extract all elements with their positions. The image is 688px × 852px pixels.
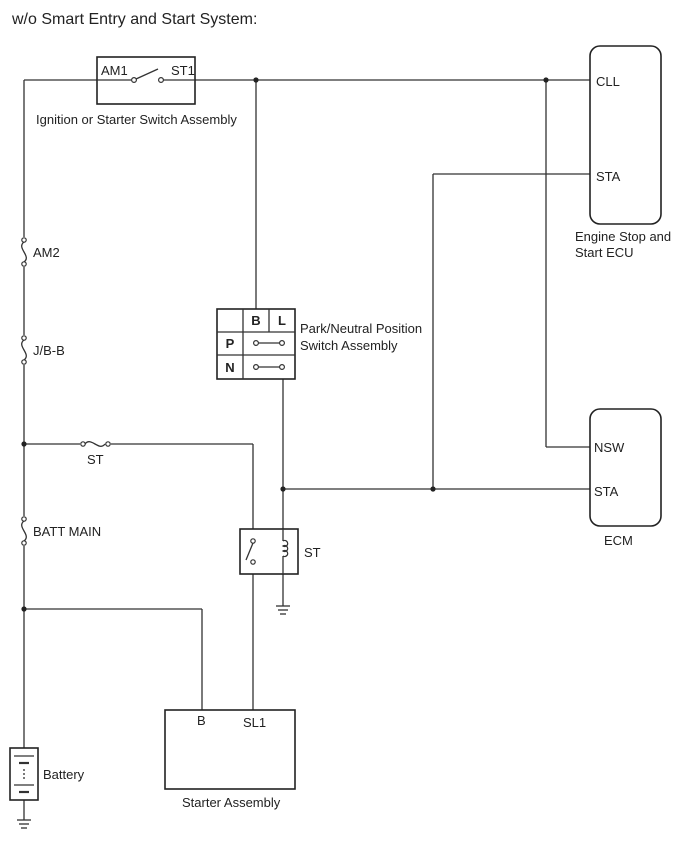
fuse-batt-main-label: BATT MAIN (33, 524, 101, 539)
junction-dot (21, 606, 27, 612)
junction-dot (430, 486, 436, 492)
pnp-col-l: L (278, 313, 286, 328)
starter-label: Starter Assembly (182, 795, 281, 810)
fuse-am2-label: AM2 (33, 245, 60, 260)
fuse-am2-icon (21, 241, 27, 263)
junction-dot (21, 441, 27, 447)
terminal-am1: AM1 (101, 63, 128, 78)
fuse-am2: AM2 (21, 237, 60, 267)
st-relay-box (239, 528, 299, 575)
battery-icon (14, 755, 34, 794)
ecu-box (589, 45, 662, 225)
terminal-sl1: SL1 (243, 715, 266, 730)
park-neutral-switch-assembly: B L P N Park/Neutral Position Switch Ass… (216, 308, 422, 380)
battery-box (9, 747, 39, 801)
engine-stop-start-ecu: CLL STA Engine Stop and Start ECU (575, 45, 671, 260)
fuse-batt-main-icon (21, 520, 27, 542)
ecu-label-line2: Start ECU (575, 245, 634, 260)
st-relay: ST (239, 528, 321, 575)
fuse-jbb-icon (21, 339, 27, 361)
ignition-switch-label: Ignition or Starter Switch Assembly (36, 112, 237, 127)
terminal-b: B (197, 713, 206, 728)
ecu-label-line1: Engine Stop and (575, 229, 671, 244)
relay-contact-icon (245, 542, 254, 561)
terminal-sta-ecm: STA (594, 484, 619, 499)
ecm: NSW STA ECM (589, 408, 662, 548)
pnp-col-b: B (251, 313, 260, 328)
terminal-st1: ST1 (171, 63, 195, 78)
fuse-batt-main: BATT MAIN (21, 516, 101, 546)
ground-icon (276, 605, 290, 615)
fuse-jbb-label: J/B-B (33, 343, 65, 358)
continuity-n-icon (253, 364, 286, 371)
junction-dot (543, 77, 549, 83)
junction-dots (21, 77, 549, 612)
battery: Battery (9, 747, 85, 801)
ecm-box (589, 408, 662, 527)
battery-ground-icon (17, 819, 31, 829)
ecm-label: ECM (604, 533, 633, 548)
fuse-st-icon (84, 441, 106, 447)
fuse-st: ST (80, 441, 111, 467)
pnp-label-line1: Park/Neutral Position (300, 321, 422, 336)
continuity-p-icon (253, 340, 286, 347)
switch-contact-icon (135, 68, 159, 80)
fuse-st-label: ST (87, 452, 104, 467)
pnp-switch-box (216, 308, 296, 380)
battery-label: Battery (43, 767, 85, 782)
pnp-row-n: N (225, 360, 234, 375)
st-relay-label: ST (304, 545, 321, 560)
terminal-sta-ecu: STA (596, 169, 621, 184)
fuse-jbb: J/B-B (21, 335, 65, 365)
diagram-title: w/o Smart Entry and Start System: (11, 11, 257, 28)
ignition-switch-assembly: AM1 ST1 Ignition or Starter Switch Assem… (36, 56, 237, 127)
starter-assembly: B SL1 Starter Assembly (164, 709, 296, 810)
junction-dot (253, 77, 259, 83)
wiring (23, 79, 590, 820)
junction-dot (280, 486, 286, 492)
terminal-cll: CLL (596, 74, 620, 89)
pnp-label-line2: Switch Assembly (300, 338, 398, 353)
relay-coil-icon (281, 529, 289, 574)
pnp-row-p: P (226, 336, 235, 351)
terminal-nsw: NSW (594, 440, 625, 455)
starter-box (164, 709, 296, 790)
